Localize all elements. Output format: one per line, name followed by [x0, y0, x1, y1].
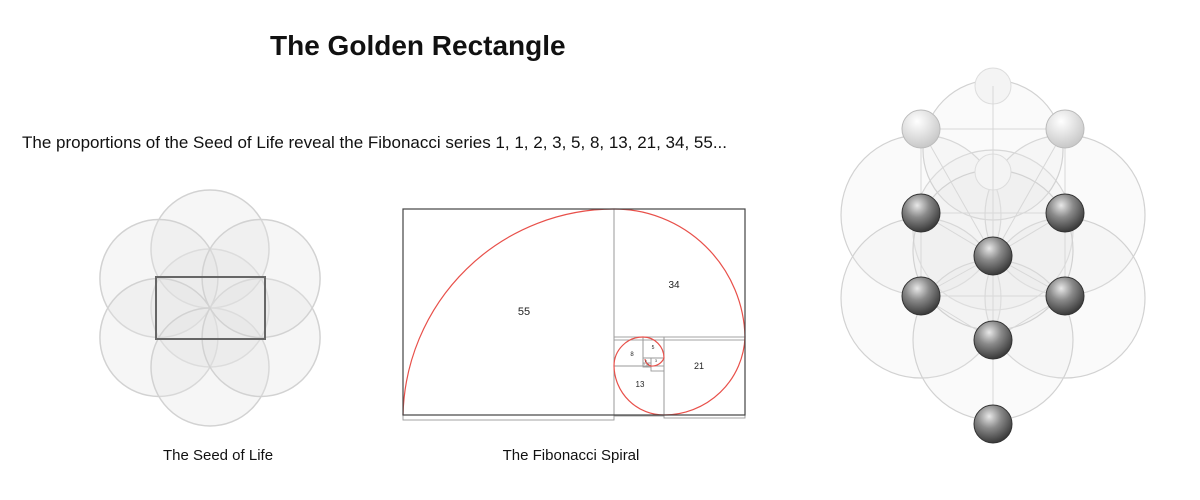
- tree-sphere-i: [973, 404, 1013, 444]
- fibonacci-spiral-curve: [402, 208, 746, 416]
- tree-link-15: [920, 128, 994, 257]
- tree-sphere-d: [1045, 193, 1085, 233]
- fibonacci-outer-frame: [402, 208, 746, 416]
- tree-sphere-b: [1045, 109, 1085, 149]
- fibonacci-label-2: 21: [694, 361, 704, 371]
- golden-rectangle-outline: [155, 276, 266, 340]
- page-subtitle: The proportions of the Seed of Life reve…: [22, 133, 727, 152]
- tree-sphere-g: [1045, 276, 1085, 316]
- page-title: The Golden Rectangle: [270, 30, 566, 61]
- tree-sphere-c: [901, 193, 941, 233]
- fibonacci-label-8: 1: [643, 364, 645, 366]
- fibonacci-label-3: 13: [636, 380, 645, 389]
- seed-of-life-caption: The Seed of Life: [162, 447, 274, 464]
- seed-circle-6: [201, 218, 321, 339]
- fibonacci-label-0: 55: [518, 306, 530, 318]
- fibonacci-square-9: [646, 362, 652, 368]
- tree-sphere-a: [901, 109, 941, 149]
- tree-link-16: [992, 128, 1066, 257]
- fibonacci-label-4: 8: [630, 352, 634, 358]
- seed-of-life-circles: [99, 189, 321, 427]
- fibonacci-label-5: 5: [652, 345, 655, 351]
- fibonacci-label-7: 2: [645, 359, 647, 363]
- fibonacci-label-1: 34: [668, 280, 680, 291]
- tree-sphere-h: [973, 320, 1013, 360]
- tree-sphere-e: [973, 236, 1013, 276]
- fibonacci-label-6: 3: [655, 359, 657, 363]
- tree-spheres: [901, 109, 1085, 444]
- fibonacci-label-9: 1: [647, 364, 649, 366]
- tree-sphere-f: [901, 276, 941, 316]
- fibonacci-spiral-caption: The Fibonacci Spiral: [502, 447, 640, 464]
